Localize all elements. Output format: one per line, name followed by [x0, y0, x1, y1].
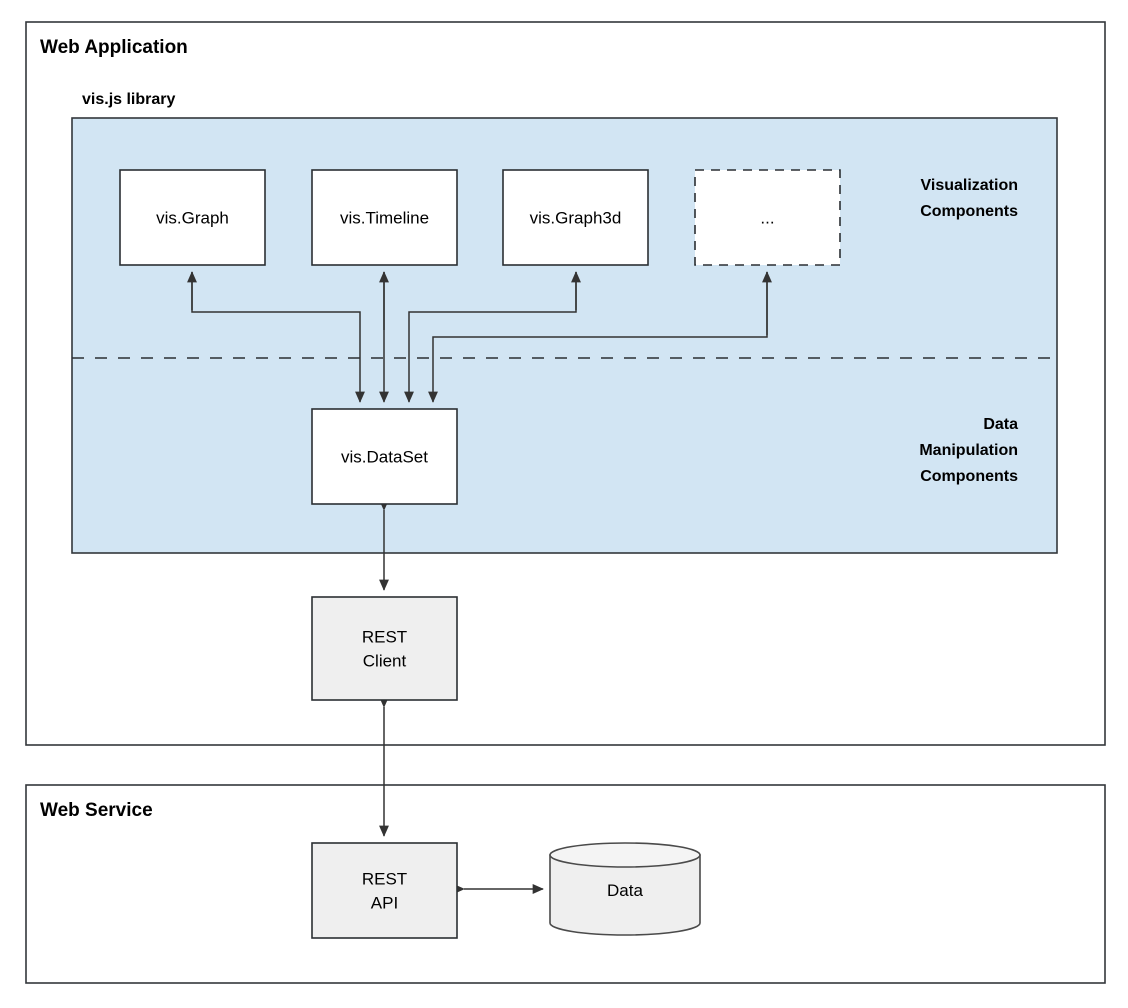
- node-box-vis-graph3d[interactable]: [502, 169, 649, 266]
- web-application-title: Web Application: [40, 37, 188, 58]
- node-rest-client[interactable]: REST Client: [311, 596, 458, 701]
- data-store-label: Data: [607, 881, 643, 900]
- node-label-rest-api: REST: [362, 870, 407, 889]
- vis-js-library-panel: vis.js library: [71, 91, 1058, 554]
- vis-js-library-title: vis.js library: [82, 91, 175, 108]
- node-label-vis-dataset: vis.DataSet: [341, 448, 428, 467]
- data-store: Data: [549, 842, 701, 936]
- web-service-title: Web Service: [40, 800, 153, 821]
- node-box-rest-api[interactable]: [311, 842, 458, 939]
- node-box-vis-timeline[interactable]: [311, 169, 458, 266]
- node-label-vis-graph: vis.Graph: [156, 209, 229, 228]
- group-label-line: Data: [983, 416, 1018, 433]
- data-store-body: [549, 854, 701, 936]
- container-web-service: Web Service: [25, 784, 1106, 984]
- node-label-rest-client: REST: [362, 628, 407, 647]
- group-label-line: Manipulation: [919, 442, 1018, 459]
- group-label-line: Components: [920, 468, 1018, 485]
- node-more-components[interactable]: ...: [694, 169, 841, 266]
- node-box-more-components[interactable]: [694, 169, 841, 266]
- node-label-vis-graph3d: vis.Graph3d: [530, 209, 622, 228]
- node-vis-graph3d[interactable]: vis.Graph3d: [502, 169, 649, 266]
- node-label-rest-client: Client: [363, 652, 407, 671]
- group-label-line: Visualization: [920, 177, 1018, 194]
- group-label-line: Components: [920, 203, 1018, 220]
- node-box-rest-client[interactable]: [311, 596, 458, 701]
- node-box-vis-graph[interactable]: [119, 169, 266, 266]
- node-rest-api[interactable]: REST API: [311, 842, 458, 939]
- node-label-rest-api: API: [371, 894, 398, 913]
- node-label-more-components: ...: [760, 209, 774, 228]
- node-label-vis-timeline: vis.Timeline: [340, 209, 429, 228]
- connection-layer: [187, 271, 772, 894]
- node-vis-graph[interactable]: vis.Graph: [119, 169, 266, 266]
- node-vis-dataset[interactable]: vis.DataSet: [311, 408, 458, 505]
- node-layer: vis.Graph vis.Timeline vis.Graph3d... vis.D…: [119, 169, 841, 939]
- node-vis-timeline[interactable]: vis.Timeline: [311, 169, 458, 266]
- node-box-vis-dataset[interactable]: [311, 408, 458, 505]
- data-store-top-cap: [549, 842, 701, 868]
